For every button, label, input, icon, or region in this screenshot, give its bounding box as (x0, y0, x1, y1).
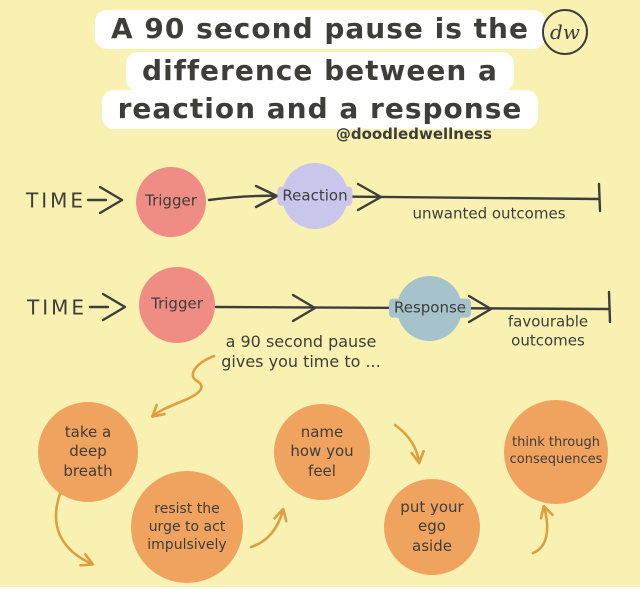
arrow-name-to-ego-icon (393, 423, 425, 465)
strategy-bubble-put-ego-aside: put your ego aside (384, 479, 480, 575)
trigger-to-response-arrowhead-icon (291, 293, 317, 323)
time-arrowhead-2-icon (101, 292, 127, 322)
title-row-1: A 90 second pause is the (0, 10, 640, 49)
unwanted-outcomes-label: unwanted outcomes (412, 204, 566, 223)
title-row-2: difference between a (0, 52, 640, 91)
title-line-2: difference between a (126, 52, 514, 91)
trigger-label-1: Trigger (145, 191, 197, 210)
response-axis-end-tick (607, 290, 612, 324)
trigger-label-2: Trigger (151, 294, 203, 313)
title-line-3: reaction and a response (101, 90, 539, 129)
trigger-to-reaction-line (207, 194, 285, 202)
arrow-ego-to-think-icon (531, 504, 554, 555)
arrow-resist-to-name-icon (249, 507, 288, 549)
strategy-bubble-think-through-consequences: think through consequences (504, 400, 608, 504)
favourable-outcomes-label: favourable outcomes (507, 312, 589, 349)
time-axis-label-2: TIME (26, 295, 88, 320)
reaction-axis-end-tick (597, 182, 602, 213)
response-label: Response (388, 298, 472, 318)
author-handle: @doodledwellness (335, 125, 492, 143)
trigger-circle-reaction-timeline (136, 167, 206, 237)
doodledwellness-logo-icon: dw (542, 9, 588, 55)
logo-monogram: dw (550, 20, 580, 44)
strategy-bubble-take-a-deep-breath: take a deep breath (38, 402, 138, 502)
trigger-circle-response-timeline (139, 267, 215, 343)
reaction-axis-arrowhead-icon (356, 182, 383, 212)
reaction-label: Reaction (277, 186, 353, 206)
strategy-bubble-resist-impulse: resist the urge to act impulsively (131, 471, 243, 583)
trigger-to-reaction-arrowhead-icon (254, 184, 279, 209)
title-line-1: A 90 second pause is the (95, 10, 545, 49)
time-arrowhead-1-icon (98, 185, 124, 215)
time-axis-label-1: TIME (25, 188, 87, 213)
title-row-3: reaction and a response (0, 90, 640, 129)
bottom-white-margin (0, 587, 640, 595)
arrow-breath-to-resist-icon (54, 492, 95, 567)
pause-note: a 90 second pause gives you time to ... (221, 332, 381, 371)
strategy-bubble-name-how-you-feel: name how you feel (274, 404, 370, 500)
